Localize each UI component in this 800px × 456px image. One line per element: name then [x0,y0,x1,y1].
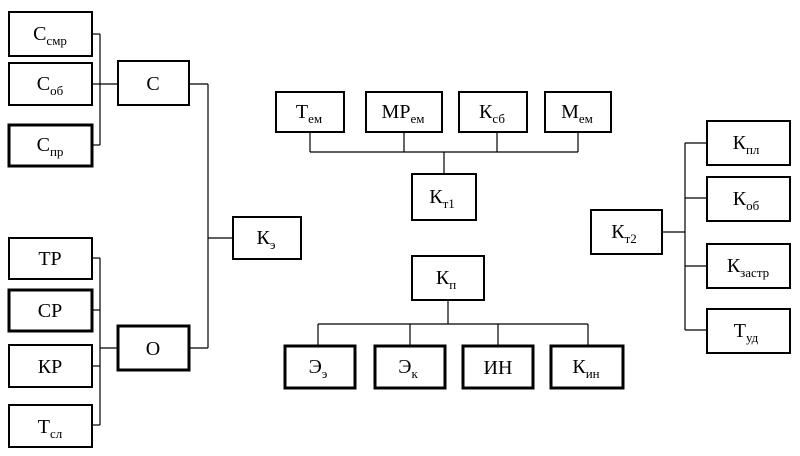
node-label-main: С [37,73,50,95]
svg-text:Коб: Коб [733,188,760,213]
svg-text:О: О [146,338,160,360]
node-c-pr: Спр [7,123,94,168]
svg-text:Соб: Соб [37,73,64,98]
svg-text:ТР: ТР [38,248,61,270]
svg-text:С: С [146,73,159,95]
node-label-sub: э [322,366,328,381]
node-label-main: С [33,23,46,45]
node-label-sub: об [50,83,64,98]
node-label-main: С [146,73,159,95]
svg-text:Эк: Эк [398,356,418,381]
node-k-p: Кп [411,255,485,301]
svg-text:Тсл: Тсл [38,416,63,441]
node-o: О [116,324,191,372]
svg-text:СР: СР [38,300,62,322]
node-label-main: К [436,267,450,289]
node-label-main: Т [296,101,308,123]
svg-text:Кп: Кп [436,267,456,292]
node-label-main: Т [734,320,746,342]
svg-text:Кин: Кин [572,356,599,381]
svg-text:КР: КР [38,356,62,378]
node-label-main: С [37,134,50,156]
node-tr: ТР [8,237,93,280]
node-label-main: К [733,188,747,210]
node-label-sub: об [746,198,760,213]
node-k-ob: Коб [706,176,791,222]
svg-text:Ссмр: Ссмр [33,23,67,48]
node-label-sub: уд [746,330,759,345]
svg-text:Мем: Мем [561,101,593,126]
svg-text:Спр: Спр [37,134,64,159]
node-label-main: Э [398,356,411,378]
node-label-main: МР [382,101,411,123]
node-label-sub: сл [50,426,63,441]
svg-text:Кт1: Кт1 [429,186,455,211]
node-label-main: СР [38,300,62,322]
node-c-ob: Соб [8,62,93,106]
node-t-ud: Туд [706,308,791,354]
node-label-sub: пр [50,144,63,159]
svg-text:МРем: МРем [382,101,425,126]
node-label-main: КР [38,356,62,378]
node-in: ИН [461,344,535,390]
node-label-sub: застр [740,265,769,280]
node-label-main: Т [38,416,50,438]
node-label-sub: к [411,366,418,381]
node-k-pl: Кпл [706,120,791,166]
node-label-sub: ем [579,111,593,126]
node-label-main: К [572,356,586,378]
node-m-em: Мем [544,91,612,133]
node-t-sl: Тсл [8,404,93,448]
node-kr: КР [8,344,93,388]
node-label-main: ИН [484,357,513,379]
svg-text:Ээ: Ээ [309,356,328,381]
node-label-main: Э [309,356,322,378]
node-sr: СР [7,288,94,333]
node-k-t1: Кт1 [411,173,477,221]
node-label-sub: ин [586,366,600,381]
node-t-em: Тем [275,91,345,133]
node-label-main: К [479,101,493,123]
node-label-sub: т2 [625,231,637,246]
svg-text:Тем: Тем [296,101,322,126]
node-k-zastr: Кзастр [706,243,791,289]
node-label-sub: смр [46,33,67,48]
node-c-smr: Ссмр [8,11,93,57]
node-label-sub: э [270,237,276,252]
node-label-sub: пл [746,142,760,157]
node-k-e: Кэ [232,216,302,260]
node-label-sub: т1 [443,196,455,211]
svg-text:ИН: ИН [484,357,513,379]
svg-text:Туд: Туд [734,320,759,345]
connectors [92,33,707,426]
node-label-sub: п [449,277,456,292]
node-mr-em: МРем [365,91,443,133]
node-label-sub: ем [410,111,424,126]
node-label-main: К [611,221,625,243]
node-k-in: Кин [549,344,625,390]
svg-text:Ксб: Ксб [479,101,505,126]
node-e-e: Ээ [283,344,357,390]
node-label-main: К [727,255,741,277]
node-label-main: К [257,227,271,249]
node-k-t2: Кт2 [590,209,663,255]
svg-text:Кзастр: Кзастр [727,255,769,280]
node-e-k: Эк [373,344,447,390]
node-label-main: М [561,101,579,123]
node-label-sub: сб [492,111,505,126]
node-label-main: К [429,186,443,208]
node-label-main: ТР [38,248,61,270]
svg-text:Кэ: Кэ [257,227,276,252]
node-label-sub: ем [308,111,322,126]
node-label-main: О [146,338,160,360]
svg-text:Кт2: Кт2 [611,221,637,246]
node-c: С [117,60,190,106]
node-k-sb: Ксб [458,91,528,133]
svg-text:Кпл: Кпл [733,132,760,157]
node-label-main: К [733,132,747,154]
